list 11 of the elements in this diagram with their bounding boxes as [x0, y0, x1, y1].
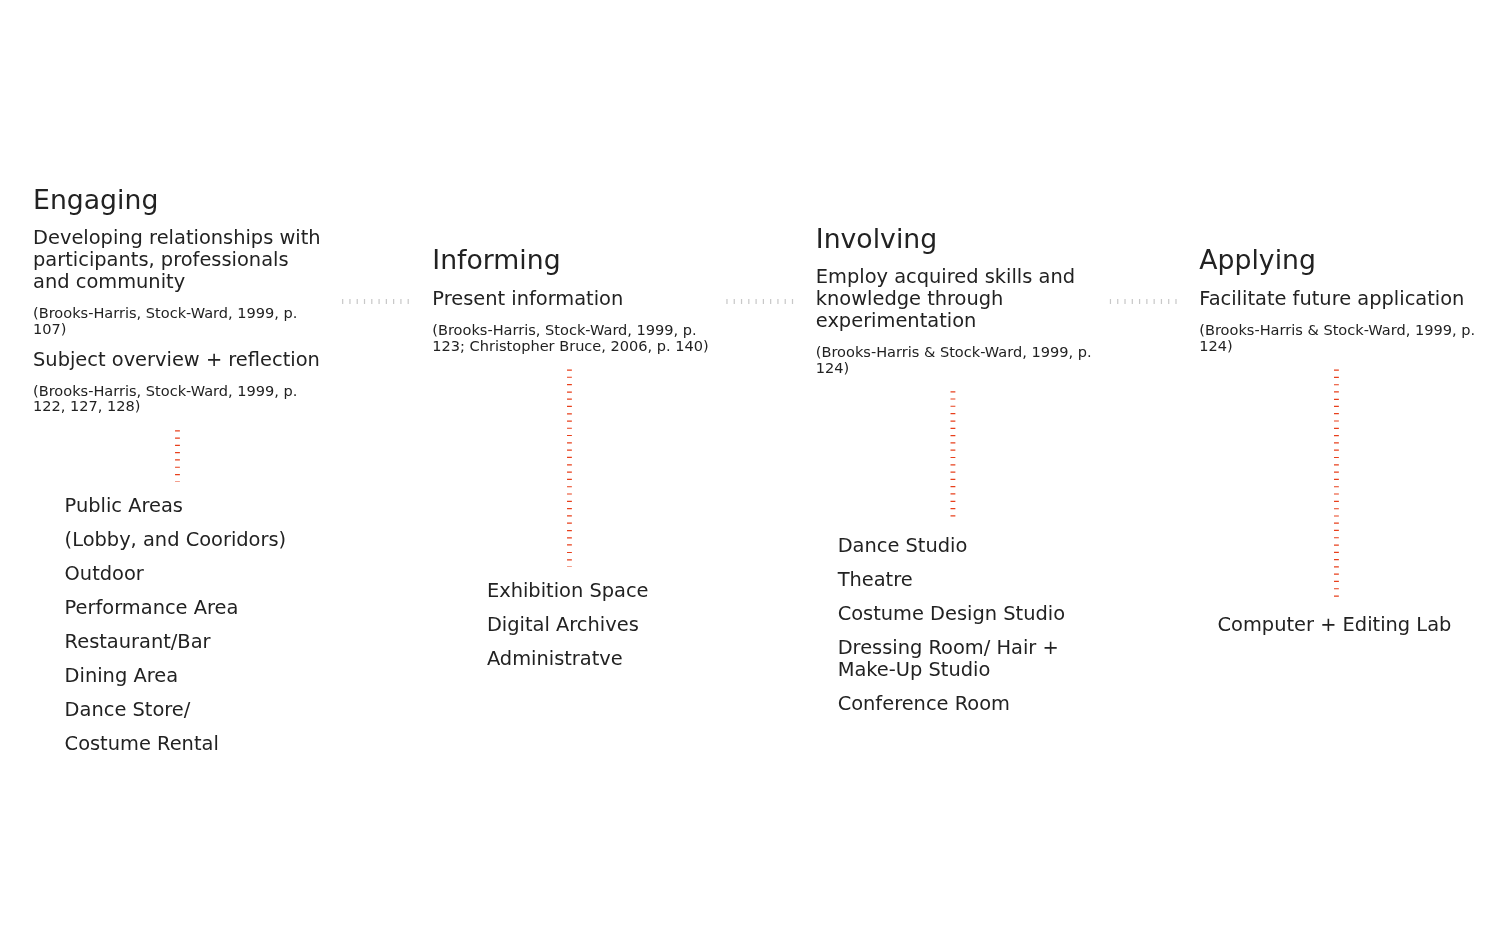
node-text: Engaging Developing relationships with participants, professionals and community (Brooks-Harris, Stock-Ward, 1999, p. 107) Subject overview + reflection (Brooks-Harris, Stock-Ward, 1999, p. 122, 127, 128) [33, 183, 321, 414]
node-text: Exhibition Space Digital Archives Administratve [486, 578, 649, 670]
node-text: Dance Studio Theatre Costume Design Studio Dressing Room/ Hair + Make-Up Studio Conference Room [837, 533, 1066, 715]
connector [1109, 298, 1180, 304]
connector [175, 429, 180, 482]
node-text: Involving Employ acquired skills and knowledge through experimentation (Brooks-Harris & Stock-Ward, 1999, p. 124) [815, 222, 1092, 376]
node-text: Public Areas (Lobby, and Cooridors) Outdoor Performance Area Restaurant/Bar Dining Area Dance Store/ Costume Rental [64, 493, 287, 755]
node-text: Computer + Editing Lab [1217, 612, 1452, 636]
node-text: Informing Present information (Brooks-Harris, Stock-Ward, 1999, p. 123; Christopher Bruce, 2006, p. 140) [432, 243, 709, 354]
node-text: Applying Facilitate future application (Brooks-Harris & Stock-Ward, 1999, p. 124) [1199, 243, 1476, 354]
connector [567, 369, 572, 567]
